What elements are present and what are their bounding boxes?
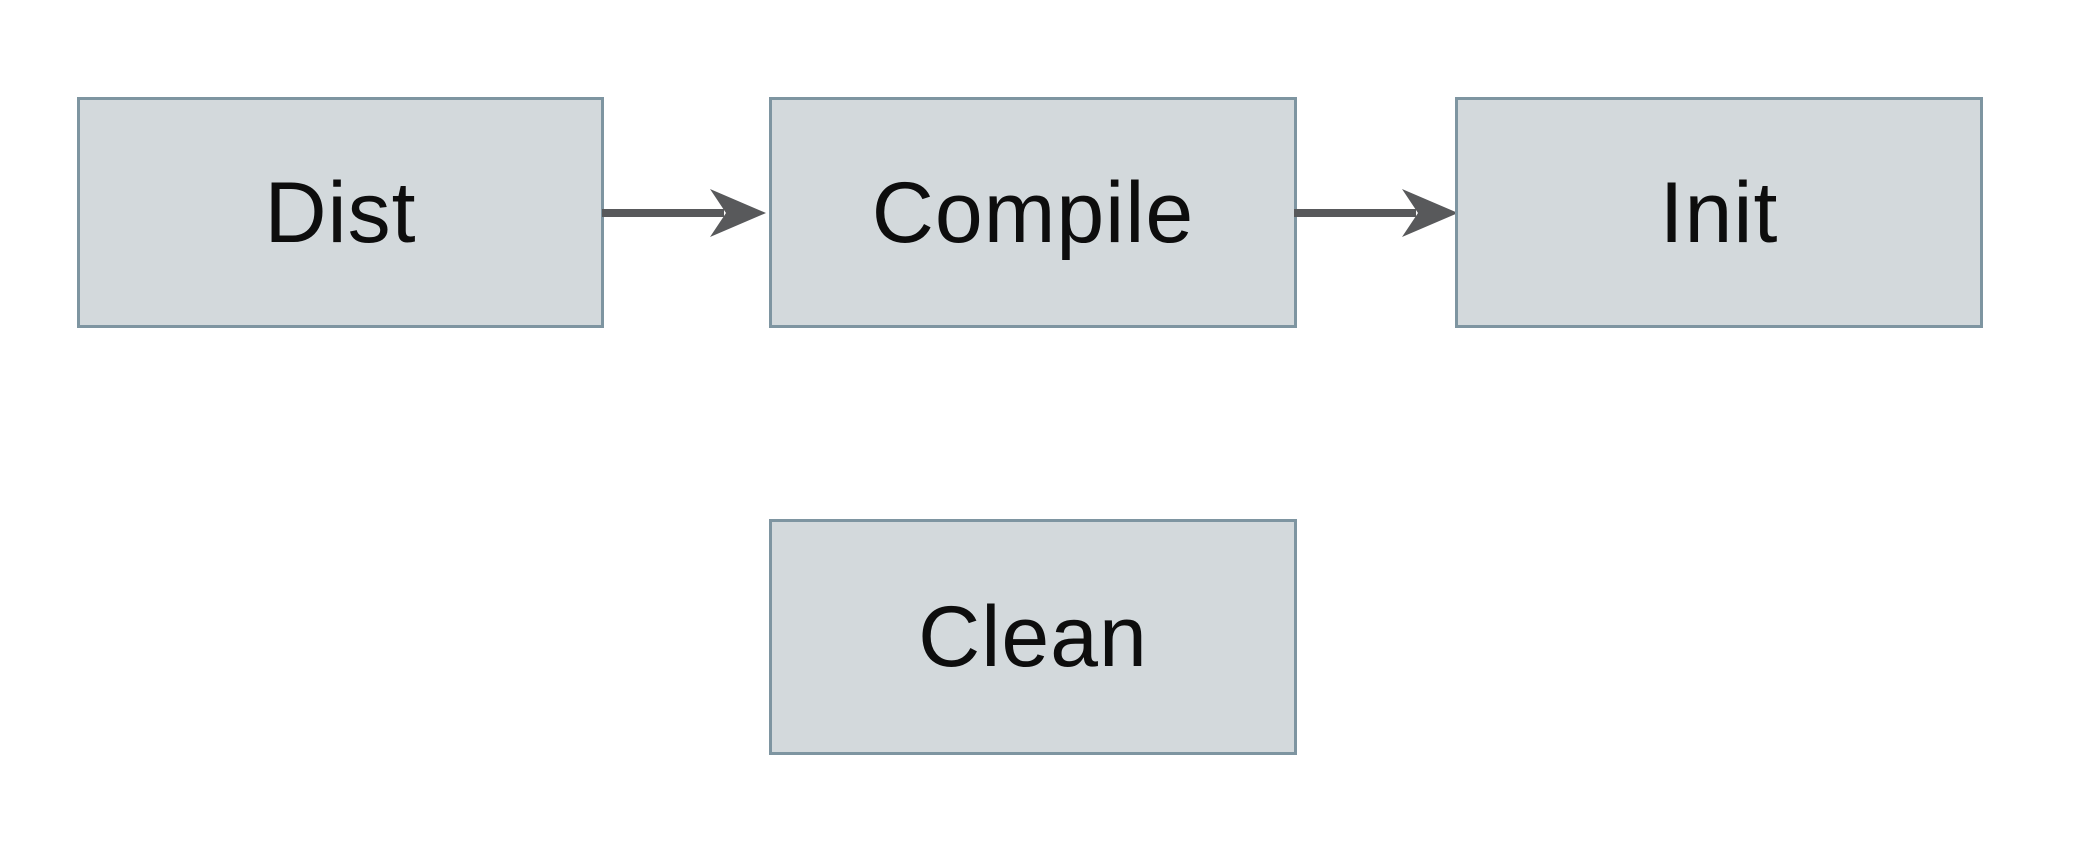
node-dist-label: Dist bbox=[264, 164, 417, 261]
arrow-compile-to-init-icon bbox=[1294, 189, 1458, 237]
node-dist: Dist bbox=[77, 97, 604, 328]
node-compile-label: Compile bbox=[871, 164, 1195, 261]
node-clean: Clean bbox=[769, 519, 1297, 755]
node-init: Init bbox=[1455, 97, 1983, 328]
node-clean-label: Clean bbox=[918, 589, 1148, 685]
node-compile: Compile bbox=[769, 97, 1297, 328]
node-init-label: Init bbox=[1659, 164, 1779, 261]
arrow-dist-to-compile-icon bbox=[602, 189, 766, 237]
